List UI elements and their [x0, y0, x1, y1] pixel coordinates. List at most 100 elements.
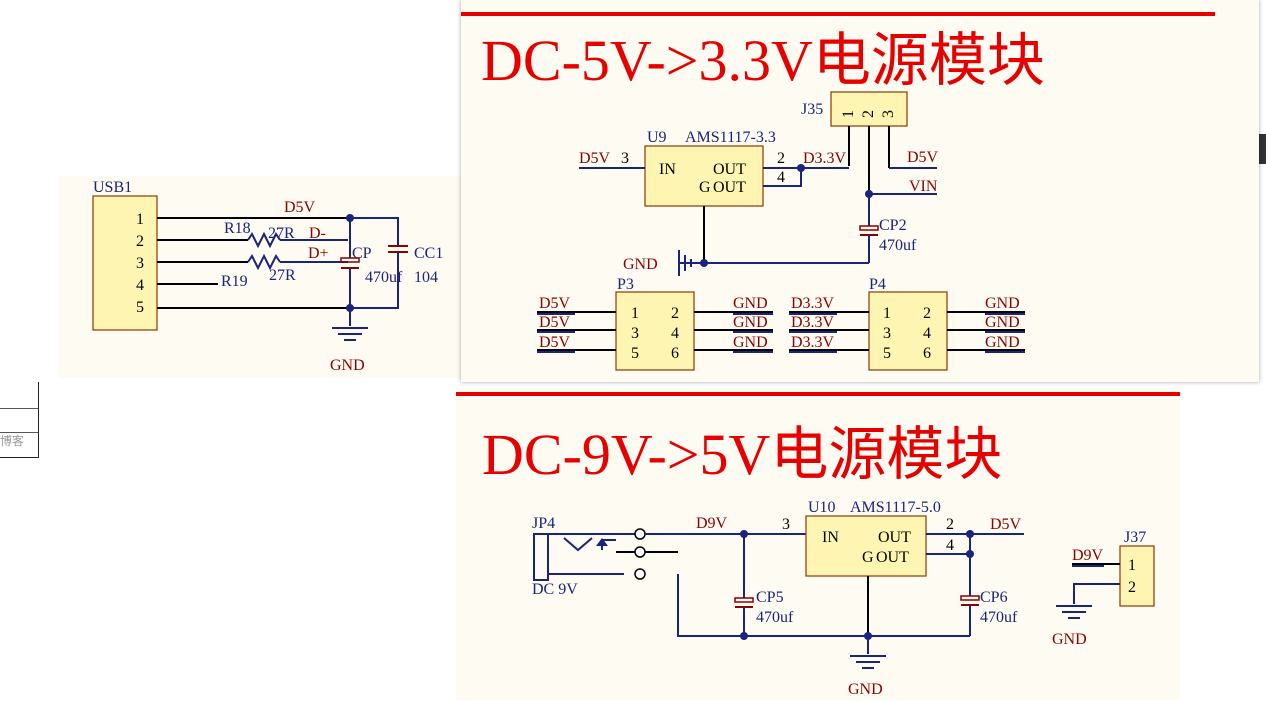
u9-regulator	[644, 145, 764, 207]
p3-pins: 1 3 5 2 4 6	[631, 305, 679, 362]
background-page-fragment	[0, 382, 39, 458]
j35-pin: 2	[860, 110, 877, 118]
wire-u9-out2	[763, 168, 802, 187]
u10-out-label: OUT	[878, 529, 911, 546]
u9-gnd-glyph: G	[699, 179, 711, 196]
r18-value: 27R	[268, 225, 295, 242]
net-d9v: D9V	[696, 515, 728, 532]
usb1-pin: 5	[136, 299, 144, 316]
u9-in-label: IN	[659, 161, 676, 178]
cp-value: 470uf	[365, 269, 403, 286]
cp6-capacitor	[960, 595, 980, 601]
usb1-pin: 1	[136, 211, 144, 228]
u10-pin-out: 2	[946, 516, 954, 533]
net-vin: VIN	[909, 178, 938, 195]
r18-ref: R18	[224, 220, 251, 237]
wire-cc1-top	[350, 217, 399, 246]
p3-net: D5V	[539, 314, 571, 331]
p3-pin: 2	[671, 305, 679, 322]
jp4-terminal	[634, 528, 646, 540]
p4-pin: 3	[883, 325, 891, 342]
gnd-label: GND	[623, 256, 658, 273]
wire-cc1-bottom	[350, 252, 399, 309]
usb1-ref: USB1	[93, 179, 132, 196]
junction	[865, 190, 873, 198]
gnd-symbol	[850, 655, 886, 669]
p4-pin: 2	[923, 305, 931, 322]
gnd-label: GND	[330, 357, 365, 374]
p4-net: D3.3V	[791, 314, 835, 331]
u10-pin-out2: 4	[946, 537, 954, 554]
u9-part: AMS1117-3.3	[685, 129, 776, 146]
cp6-ref: CP6	[980, 589, 1008, 606]
j37-pin: 1	[1128, 557, 1136, 574]
u10-ref: U10	[808, 499, 836, 516]
net-d5v: D5V	[990, 516, 1022, 533]
p4-ref: P4	[869, 276, 886, 293]
jp4-terminal	[634, 546, 646, 558]
j37-ref: J37	[1124, 529, 1146, 546]
r19-resistor	[247, 253, 281, 271]
net-dplus: D+	[308, 245, 329, 262]
u9-out-label: OUT	[713, 161, 746, 178]
net-d3v3: D3.3V	[803, 150, 847, 167]
cp5-value: 470uf	[756, 609, 794, 626]
jp4-label: DC 9V	[532, 581, 578, 598]
p4-net: D3.3V	[791, 334, 835, 351]
jp4-dc-jack	[533, 533, 549, 581]
p3-header	[615, 291, 695, 371]
jp4-contact	[563, 537, 593, 552]
scrollbar-handle[interactable]	[1258, 134, 1266, 164]
p3-net: D5V	[539, 334, 571, 351]
cc1-ref: CC1	[414, 245, 443, 262]
net-d5v-in: D5V	[579, 150, 611, 167]
jp4-terminal	[634, 568, 646, 580]
j37-pin: 2	[1128, 579, 1136, 596]
u9-ref: U9	[647, 129, 667, 146]
u10-gnd-glyph: G	[862, 549, 874, 566]
j35-ref: J35	[801, 101, 823, 118]
u9-out2-label: OUT	[713, 179, 746, 196]
u10-pin-in: 3	[782, 516, 790, 533]
r19-value: 27R	[269, 267, 296, 284]
u10-part: AMS1117-5.0	[850, 499, 941, 516]
p4-pin: 4	[923, 325, 931, 342]
jp4-arrow	[596, 538, 608, 546]
usb1-pin-numbers: 1 2 3 4 5	[136, 211, 144, 316]
usb-schematic: USB1 1 2 3 4 5 R18 27R R19 27R D5V D- D+…	[92, 179, 443, 374]
u9-pin-in: 3	[621, 150, 629, 167]
junction	[966, 550, 974, 558]
dc5v-to-3v3-schematic: DC-5V->3.3V电源模块 J35 1 2 3 D5V VIN U9 AMS…	[461, 12, 1215, 371]
dc5v-to-3v3-card: DC-5V->3.3V电源模块 J35 1 2 3 D5V VIN U9 AMS…	[461, 0, 1259, 382]
gnd-symbol	[678, 250, 704, 276]
p3-pin: 1	[631, 305, 639, 322]
cp5-capacitor	[734, 597, 754, 603]
p4-net: GND	[985, 295, 1020, 312]
j35-pin: 3	[880, 110, 897, 118]
u9-pin-out2: 4	[777, 169, 785, 186]
net-d5v-j35: D5V	[907, 149, 939, 166]
cp-capacitor	[340, 257, 360, 263]
cc1-value: 104	[414, 269, 438, 286]
p3-pin: 3	[631, 325, 639, 342]
usb1-pin: 3	[136, 255, 144, 272]
cp2-value: 470uf	[879, 237, 917, 254]
p3-pin: 4	[671, 325, 679, 342]
junction	[740, 632, 748, 640]
u9-pin-out: 2	[777, 150, 785, 167]
usb-schematic-card: USB1 1 2 3 4 5 R18 27R R19 27R D5V D- D+…	[58, 176, 470, 378]
p3-pin: 5	[631, 345, 639, 362]
j35-pins: 1 2 3	[840, 110, 897, 118]
net-dminus: D-	[309, 225, 326, 242]
p4-pin: 1	[883, 305, 891, 322]
cp-ref: CP	[352, 245, 372, 262]
section-title: DC-5V->3.3V电源模块	[481, 28, 1045, 93]
jp4-ref: JP4	[532, 515, 555, 532]
dc9v-to-5v-card: DC-9V->5V电源模块 JP4 DC 9V D9V 3 U10 AMS111…	[456, 388, 1180, 700]
j35-pin: 1	[840, 110, 857, 118]
net-d5v: D5V	[284, 199, 316, 216]
j37-gnd-wire	[1073, 583, 1120, 604]
cp2-capacitor	[859, 225, 879, 231]
p4-net: D3.3V	[791, 295, 835, 312]
cp2-ref: CP2	[879, 217, 907, 234]
